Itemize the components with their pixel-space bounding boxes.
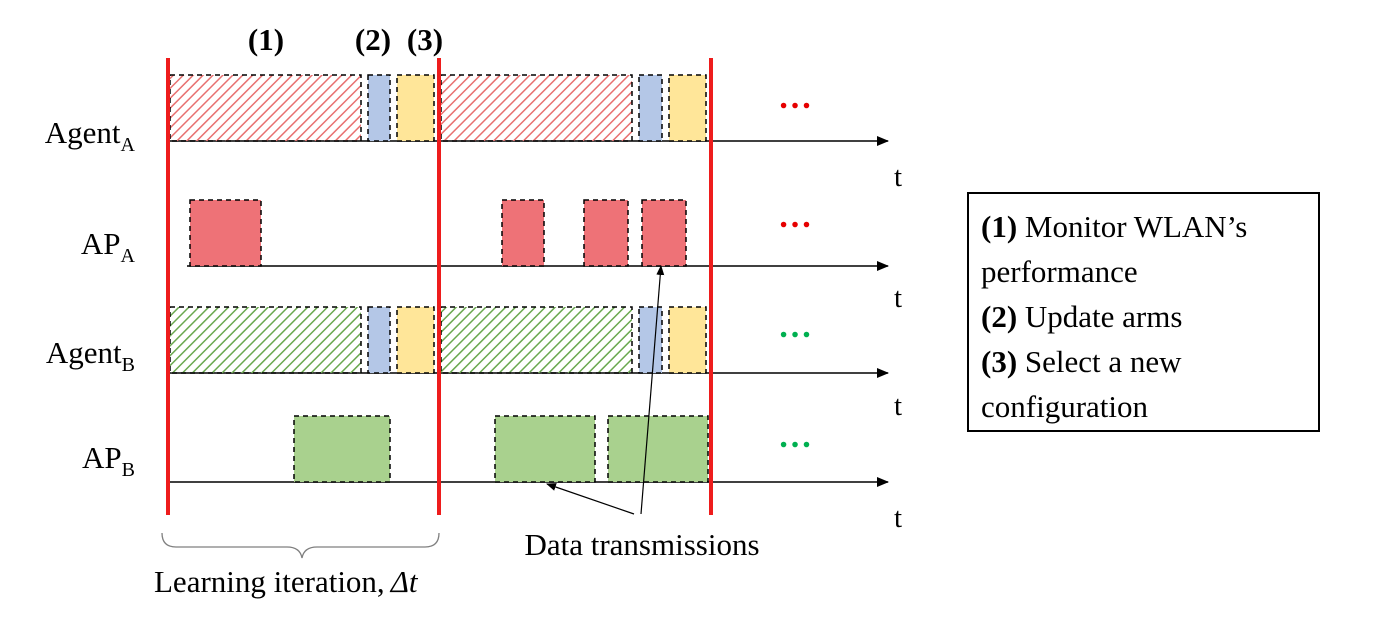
select-block: [668, 74, 707, 142]
time-axis-label: t: [894, 161, 902, 193]
legend-line: performance: [981, 249, 1306, 294]
transmission-block: [494, 415, 596, 483]
update-block: [367, 306, 391, 374]
continuation-ellipsis: …: [778, 79, 812, 116]
select-block: [668, 306, 707, 374]
transmission-block: [293, 415, 391, 483]
legend-line: (3) Select a new: [981, 339, 1306, 384]
row-label: APA: [81, 226, 136, 267]
monitor-block: [169, 306, 362, 374]
row-label: AgentA: [45, 115, 136, 156]
continuation-ellipsis: …: [778, 418, 812, 455]
iteration-brace: [161, 532, 440, 559]
legend-line: (2) Update arms: [981, 294, 1306, 339]
legend-number: (1): [981, 209, 1018, 244]
transmission-block: [501, 199, 545, 267]
monitor-block: [169, 74, 362, 142]
legend-text: configuration: [981, 389, 1149, 424]
legend-number: (3): [981, 344, 1018, 379]
phase-label-select: (3): [407, 22, 443, 57]
legend-line: (1) Monitor WLAN’s: [981, 204, 1306, 249]
legend-text: Update arms: [1017, 299, 1183, 334]
phase-label-monitor: (1): [248, 22, 284, 57]
legend-line: configuration: [981, 384, 1306, 429]
monitor-block: [440, 306, 633, 374]
select-block: [396, 74, 435, 142]
learning-iteration-label: Learning iteration,Δt: [154, 564, 419, 599]
annotation-arrow: [546, 483, 635, 515]
legend-number: (2): [981, 299, 1018, 334]
update-block: [638, 306, 663, 374]
row-ap-a: t APA …: [81, 198, 902, 314]
monitor-block: [440, 74, 633, 142]
legend-box: (1) Monitor WLAN’s performance (2) Updat…: [967, 192, 1320, 432]
select-block: [396, 306, 435, 374]
transmission-block: [189, 199, 262, 267]
legend-text: Select a new: [1017, 344, 1182, 379]
transmission-block: [641, 199, 687, 267]
row-ap-b: t APB …: [82, 415, 902, 534]
legend-text: performance: [981, 254, 1138, 289]
update-block: [367, 74, 391, 142]
annotation-arrow: [640, 265, 665, 515]
time-axis-label: t: [894, 282, 902, 314]
row-agent-a: t AgentA …: [45, 74, 902, 193]
continuation-ellipsis: …: [778, 198, 812, 235]
legend-text: Monitor WLAN’s: [1017, 209, 1248, 244]
row-agent-b: t AgentB …: [46, 306, 902, 422]
update-block: [638, 74, 663, 142]
time-axis-label: t: [894, 502, 902, 534]
transmission-block: [583, 199, 629, 267]
time-axis-label: t: [894, 390, 902, 422]
row-label: APB: [82, 440, 135, 481]
transmission-block: [607, 415, 709, 483]
phase-label-update: (2): [355, 22, 391, 57]
data-transmissions-label: Data transmissions: [524, 527, 759, 562]
row-label: AgentB: [46, 335, 135, 376]
continuation-ellipsis: …: [778, 308, 812, 345]
